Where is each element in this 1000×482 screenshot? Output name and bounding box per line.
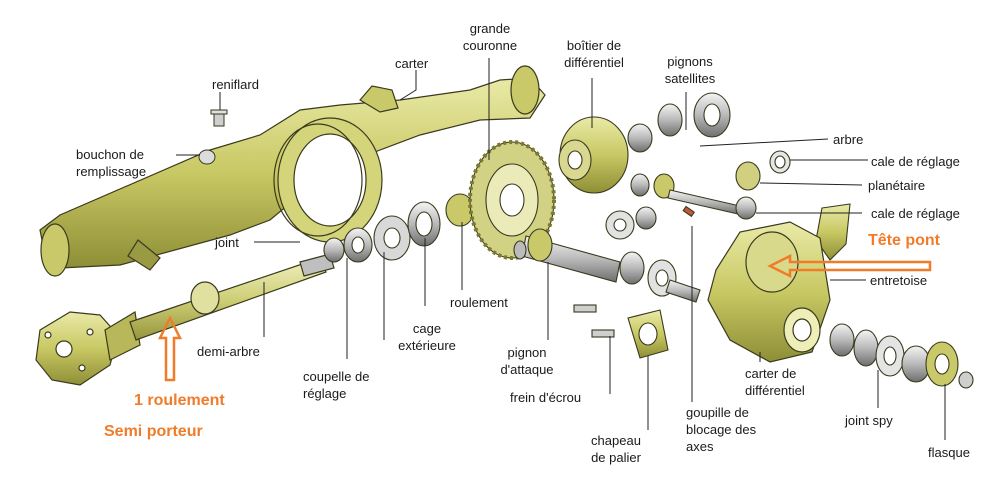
label-flasque: flasque (928, 445, 970, 460)
label-line: carter de (745, 366, 797, 381)
label-bouchon-remplissage: bouchon de remplissage (76, 146, 146, 180)
satellite-parts (605, 92, 791, 240)
label-entretoise: entretoise (870, 273, 928, 288)
label-grande-couronne: grande couronne (445, 20, 535, 54)
differential-housing-part (707, 221, 831, 363)
label-coupelle-reglage: coupelle de réglage (303, 368, 370, 402)
label-line: de palier (591, 450, 641, 465)
bearing-caps (573, 203, 851, 359)
label-line: coupelle de (303, 369, 370, 384)
label-cage-exterieure: cage extérieure (388, 320, 466, 354)
label-planetaire: planétaire (868, 178, 926, 193)
annotation-arrows (157, 253, 932, 382)
label-frein-ecrou: frein d'écrou (510, 390, 582, 405)
pinion-part (513, 228, 701, 303)
label-cale-reglage-1: cale de réglage (871, 154, 960, 169)
label-line: réglage (303, 386, 347, 401)
annotation-tete-pont: Tête pont (868, 232, 940, 249)
half-shaft-part (35, 253, 335, 386)
label-line: pignon (507, 345, 547, 360)
label-chapeau-palier: chapeau de palier (580, 432, 652, 466)
annotation-semi-porteur: Semi porteur (104, 423, 203, 440)
label-line: couronne (462, 38, 518, 53)
label-reniflard: reniflard (212, 77, 259, 92)
leader-lines (176, 58, 946, 440)
label-joint-spy: joint spy (845, 413, 893, 428)
breather-part (210, 109, 228, 127)
label-line: chapeau (591, 433, 641, 448)
label-line: remplissage (76, 164, 147, 179)
annotation-un-roulement: 1 roulement (134, 392, 225, 409)
label-carter-differentiel: carter de différentiel (745, 365, 805, 399)
label-cale-reglage-2: cale de réglage (871, 206, 960, 221)
label-roulement: roulement (450, 295, 508, 310)
label-line: d'attaque (500, 362, 554, 377)
label-line: cage (412, 321, 442, 336)
output-parts (829, 323, 974, 389)
bearing-rings (323, 193, 475, 263)
label-line: satellites (664, 71, 716, 86)
label-boitier-differentiel: boîtier de différentiel (549, 37, 639, 71)
label-line: pignons (667, 54, 713, 69)
label-line: bouchon de (76, 147, 144, 162)
crown-wheel-part (468, 140, 556, 260)
label-line: différentiel (745, 383, 805, 398)
label-demi-arbre: demi-arbre (197, 344, 260, 359)
label-arbre: arbre (833, 132, 864, 147)
label-carter: carter (395, 56, 429, 71)
label-line: boîtier de (566, 38, 622, 53)
label-line: différentiel (564, 55, 624, 70)
label-line: grande (469, 21, 511, 36)
label-line: axes (686, 439, 714, 454)
filler-plug-part (198, 149, 216, 165)
label-pignon-attaque: pignon d'attaque (497, 344, 557, 378)
label-pignons-satellites: pignons satellites (650, 53, 730, 87)
label-joint: joint (215, 235, 239, 250)
differential-case-part (558, 116, 629, 194)
axle-housing (39, 65, 546, 277)
label-line: extérieure (398, 338, 456, 353)
label-goupille-blocage: goupille de blocage des axes (686, 404, 756, 455)
label-line: goupille de (686, 405, 749, 420)
label-line: blocage des (686, 422, 757, 437)
